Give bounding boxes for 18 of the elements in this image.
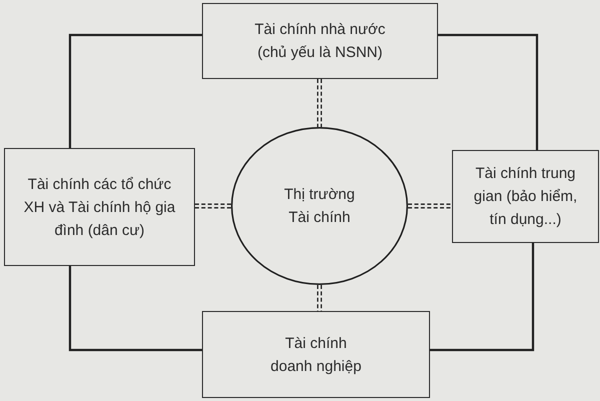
node-label: Thị trường Tài chính <box>283 185 356 228</box>
double-dashed-line <box>317 78 322 128</box>
node-label: Tài chính các tổ chức XH và Tài chính hộ gia đình (dân cư) <box>22 174 176 240</box>
connector-line <box>430 243 534 352</box>
node-label: Tài chính trung gian (bảo hiểm, tín dụng...) <box>472 164 578 230</box>
node-label: Tài chính doanh nghiệp <box>270 334 362 376</box>
connector-line <box>68 34 202 148</box>
ellipse-node <box>231 127 408 285</box>
double-dashed-line <box>407 204 453 208</box>
connector-line <box>438 34 538 150</box>
text-box <box>202 311 430 398</box>
double-dashed-line <box>194 204 232 208</box>
node-label: Tài chính nhà nước (chủ yếu là NSNN) <box>254 20 386 63</box>
connector-line <box>68 266 202 352</box>
text-box <box>4 148 195 266</box>
double-dashed-line <box>317 284 322 312</box>
text-box <box>452 150 599 243</box>
text-box <box>202 3 438 79</box>
